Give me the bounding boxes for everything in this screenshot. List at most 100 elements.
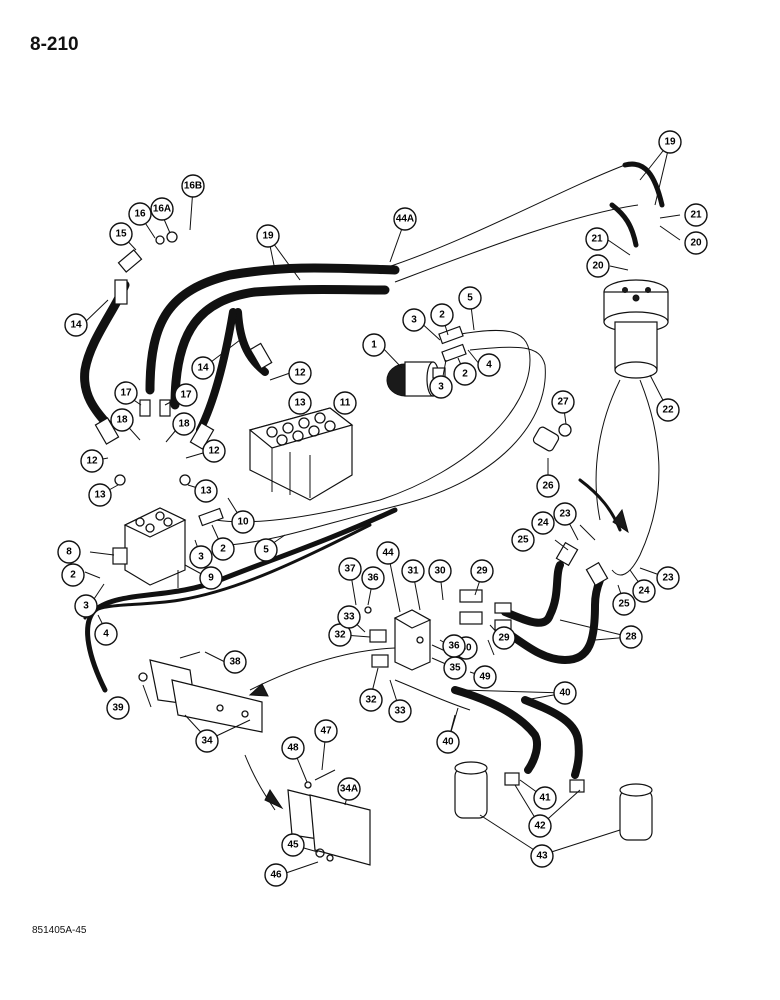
callout-13: 13 bbox=[288, 391, 312, 415]
callout-46: 46 bbox=[264, 863, 288, 887]
callout-15: 15 bbox=[109, 222, 133, 246]
svg-text:30: 30 bbox=[460, 643, 472, 654]
callout-16b: 16B bbox=[181, 174, 205, 198]
callout-34a: 34A bbox=[337, 777, 361, 801]
svg-text:36: 36 bbox=[448, 641, 460, 652]
callout-1: 1 bbox=[362, 333, 386, 357]
callout-2: 2 bbox=[453, 362, 477, 386]
svg-text:25: 25 bbox=[517, 535, 529, 546]
svg-text:40: 40 bbox=[442, 737, 454, 748]
svg-text:2: 2 bbox=[462, 369, 468, 380]
callout-24: 24 bbox=[632, 579, 656, 603]
callout-12: 12 bbox=[288, 361, 312, 385]
svg-text:2: 2 bbox=[70, 570, 76, 581]
svg-text:16A: 16A bbox=[153, 204, 171, 215]
callout-38: 38 bbox=[223, 650, 247, 674]
svg-text:39: 39 bbox=[112, 703, 124, 714]
callout-23: 23 bbox=[656, 566, 680, 590]
svg-text:4: 4 bbox=[103, 629, 109, 640]
svg-text:28: 28 bbox=[625, 632, 637, 643]
callout-21: 21 bbox=[684, 203, 708, 227]
callout-34: 34 bbox=[195, 729, 219, 753]
distribution-block bbox=[393, 609, 432, 671]
svg-text:2: 2 bbox=[439, 310, 445, 321]
svg-text:42: 42 bbox=[534, 821, 546, 832]
callout-5: 5 bbox=[458, 286, 482, 310]
callout-26: 26 bbox=[536, 474, 560, 498]
svg-text:12: 12 bbox=[208, 446, 220, 457]
callout-29: 29 bbox=[492, 626, 516, 650]
svg-text:27: 27 bbox=[557, 397, 569, 408]
callout-42: 42 bbox=[528, 814, 552, 838]
components bbox=[94, 231, 669, 866]
svg-text:17: 17 bbox=[120, 388, 132, 399]
callout-14: 14 bbox=[64, 313, 88, 337]
svg-text:47: 47 bbox=[320, 726, 332, 737]
svg-text:12: 12 bbox=[86, 456, 98, 467]
svg-text:13: 13 bbox=[94, 490, 106, 501]
figure-code: 851405A-45 bbox=[32, 925, 87, 936]
svg-text:38: 38 bbox=[229, 657, 241, 668]
callout-31: 31 bbox=[401, 559, 425, 583]
svg-text:17: 17 bbox=[180, 390, 192, 401]
svg-text:34: 34 bbox=[201, 736, 213, 747]
svg-text:3: 3 bbox=[411, 315, 417, 326]
callout-48: 48 bbox=[281, 736, 305, 760]
callout-44a: 44A bbox=[393, 207, 417, 231]
callout-20: 20 bbox=[586, 254, 610, 278]
callout-39: 39 bbox=[106, 696, 130, 720]
callout-33: 33 bbox=[337, 605, 361, 629]
callout-18: 18 bbox=[110, 408, 134, 432]
callout-13: 13 bbox=[194, 479, 218, 503]
callout-41: 41 bbox=[533, 786, 557, 810]
svg-text:44A: 44A bbox=[396, 214, 414, 225]
callout-2: 2 bbox=[430, 303, 454, 327]
callout-bubbles: 1 2 2 2 2 3 3 3 3 4 4 5 5 8 9 10 11 12 1… bbox=[57, 130, 708, 887]
svg-text:24: 24 bbox=[537, 518, 549, 529]
svg-text:13: 13 bbox=[294, 398, 306, 409]
svg-text:32: 32 bbox=[365, 695, 377, 706]
svg-text:24: 24 bbox=[638, 586, 650, 597]
svg-text:2: 2 bbox=[220, 544, 226, 555]
callout-28: 28 bbox=[619, 625, 643, 649]
callout-25: 25 bbox=[511, 528, 535, 552]
svg-text:21: 21 bbox=[591, 234, 603, 245]
svg-text:40: 40 bbox=[559, 688, 571, 699]
callout-12: 12 bbox=[202, 439, 226, 463]
callout-25: 25 bbox=[612, 592, 636, 616]
hose-lines bbox=[80, 161, 665, 811]
callout-19: 19 bbox=[658, 130, 682, 154]
svg-text:41: 41 bbox=[539, 793, 551, 804]
svg-text:18: 18 bbox=[178, 419, 190, 430]
callout-16: 16 bbox=[128, 202, 152, 226]
callout-40: 40 bbox=[436, 730, 460, 754]
callout-49: 49 bbox=[473, 665, 497, 689]
svg-text:49: 49 bbox=[479, 672, 491, 683]
callout-4: 4 bbox=[94, 622, 118, 646]
callout-20: 20 bbox=[684, 231, 708, 255]
svg-text:32: 32 bbox=[334, 630, 346, 641]
svg-text:15: 15 bbox=[115, 229, 127, 240]
callout-23: 23 bbox=[553, 502, 577, 526]
callout-17: 17 bbox=[114, 381, 138, 405]
svg-text:35: 35 bbox=[449, 663, 461, 674]
svg-text:20: 20 bbox=[592, 261, 604, 272]
callout-2: 2 bbox=[61, 563, 85, 587]
svg-text:4: 4 bbox=[486, 360, 492, 371]
callout-29: 29 bbox=[470, 559, 494, 583]
fittings bbox=[94, 231, 609, 862]
callout-3: 3 bbox=[74, 594, 98, 618]
svg-text:45: 45 bbox=[287, 840, 299, 851]
callout-8: 8 bbox=[57, 540, 81, 564]
svg-text:19: 19 bbox=[664, 137, 676, 148]
callout-3: 3 bbox=[429, 375, 453, 399]
svg-text:33: 33 bbox=[394, 706, 406, 717]
svg-text:19: 19 bbox=[262, 231, 274, 242]
svg-text:12: 12 bbox=[294, 368, 306, 379]
callout-43: 43 bbox=[530, 844, 554, 868]
callout-16a: 16A bbox=[150, 197, 174, 221]
accumulators bbox=[454, 761, 653, 841]
callout-11: 11 bbox=[333, 391, 357, 415]
svg-text:16B: 16B bbox=[184, 181, 202, 192]
